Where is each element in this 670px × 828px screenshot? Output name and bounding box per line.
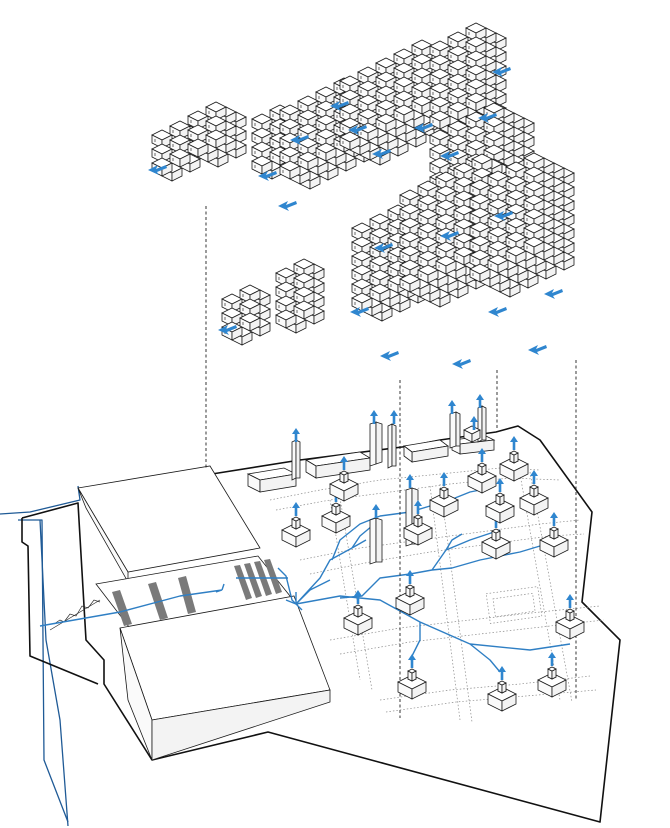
pavilion-15 [485, 492, 515, 524]
left-arrow-icon [452, 359, 471, 369]
up-arrow-icon [408, 654, 416, 668]
up-arrow-icon [406, 474, 414, 488]
left-arrow-icon [380, 351, 399, 361]
left-arrow-icon [544, 289, 563, 299]
pavilion-16 [519, 484, 549, 516]
site-boundary-inner [39, 519, 69, 827]
up-arrow-icon [390, 410, 398, 424]
up-arrow-icon [548, 652, 556, 666]
up-arrow-icon [292, 428, 300, 442]
left-arrow-icon [528, 345, 547, 355]
pavilion-8 [481, 528, 511, 560]
left-arrow-icon [278, 201, 297, 211]
up-arrow-icon [448, 400, 456, 414]
floating-block-clusters [151, 22, 575, 346]
up-arrow-icon [476, 394, 484, 408]
pavilion-13 [487, 680, 517, 712]
pavilion-2 [321, 502, 351, 534]
pavilion-9 [467, 462, 497, 494]
up-arrow-icon [498, 666, 506, 680]
up-arrow-icon [566, 594, 574, 608]
up-arrow-icon [496, 478, 504, 492]
projection-lines [205, 206, 577, 718]
pavilion-10 [499, 450, 529, 482]
up-arrow-icon [440, 472, 448, 486]
up-arrow-icon [406, 570, 414, 584]
pavilion-7 [429, 486, 459, 518]
pavilion-12 [555, 608, 585, 640]
site-boundary-outer [0, 485, 81, 823]
up-arrow-icon [550, 512, 558, 526]
pavilion-5 [397, 668, 427, 700]
pavilion-14 [537, 666, 567, 698]
flow-line-entry [277, 567, 303, 611]
main-building [49, 465, 331, 761]
pavilion-1 [281, 516, 311, 548]
up-arrow-icon [530, 470, 538, 484]
up-arrow-icon [510, 436, 518, 450]
up-arrow-icon [292, 502, 300, 516]
pavilion-3 [343, 604, 373, 636]
left-arrow-icon [488, 307, 507, 317]
pavilion-11 [539, 526, 569, 558]
flow-line-building [39, 577, 288, 627]
